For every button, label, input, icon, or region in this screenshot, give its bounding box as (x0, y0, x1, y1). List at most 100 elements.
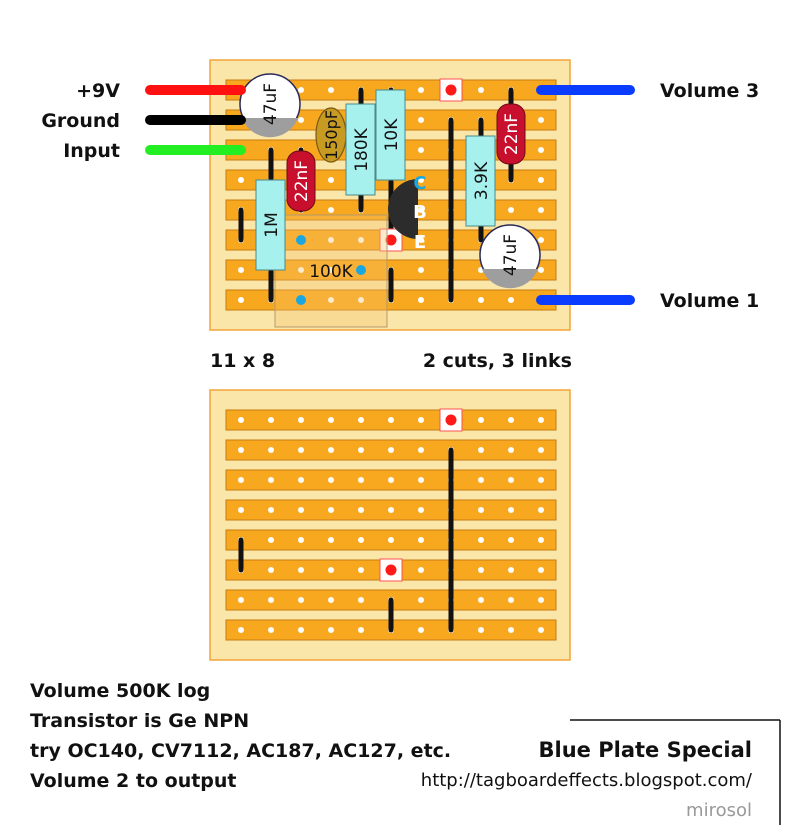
cap-47uf-bottom: 47uF (479, 224, 541, 289)
bottom-cuts (379, 408, 463, 582)
strip-hole (538, 477, 544, 483)
strip-hole (328, 477, 334, 483)
cap-22nf-left-label: 22nF (292, 160, 312, 202)
strip-hole (268, 477, 274, 483)
strip-hole (238, 597, 244, 603)
strip-hole (478, 477, 484, 483)
strip-hole (508, 297, 514, 303)
strip-hole (508, 597, 514, 603)
strip-hole (328, 417, 334, 423)
strip-hole (508, 207, 514, 213)
label-9v: +9V (76, 80, 120, 102)
strip-hole (478, 567, 484, 573)
strip-hole (328, 87, 334, 93)
transistor: C B E (388, 173, 427, 253)
strip-hole (538, 447, 544, 453)
cap-150pf: 150pF (315, 107, 347, 163)
cap-22nf-right-label: 22nF (502, 113, 522, 155)
strip-hole (328, 177, 334, 183)
footer-frame (570, 719, 781, 825)
strip-hole (328, 237, 334, 243)
label-volume-3: Volume 3 (660, 80, 760, 102)
strip-hole (238, 177, 244, 183)
label-ground: Ground (41, 110, 120, 132)
strip-hole (358, 597, 364, 603)
strip-hole (418, 597, 424, 603)
cap-22nf-right: 22nF (496, 103, 526, 165)
strip-hole (328, 267, 334, 273)
strip-hole (238, 297, 244, 303)
note-volume: Volume 500K log (30, 680, 211, 702)
blog-url[interactable]: http://tagboardeffects.blogspot.com/ (420, 770, 752, 791)
strip-hole (298, 417, 304, 423)
strip-hole (268, 597, 274, 603)
strip-hole (358, 297, 364, 303)
strip-hole (478, 297, 484, 303)
strip-hole (418, 267, 424, 273)
resistor-1m-label: 1M (262, 212, 282, 237)
strip-hole (508, 537, 514, 543)
board-size: 11 x 8 (210, 350, 276, 372)
strip-hole (538, 207, 544, 213)
note-alternatives: try OC140, CV7112, AC187, AC127, etc. (30, 740, 452, 762)
strip-hole (538, 627, 544, 633)
strip-hole (238, 417, 244, 423)
strip-hole (358, 567, 364, 573)
top-cuts (379, 78, 463, 252)
wires (145, 85, 635, 305)
strip-hole (388, 447, 394, 453)
strip-hole (358, 237, 364, 243)
strip-hole (298, 597, 304, 603)
strip-hole (418, 537, 424, 543)
strip-hole (328, 447, 334, 453)
strip-hole (418, 447, 424, 453)
strip-hole (298, 267, 304, 273)
strip-hole (268, 567, 274, 573)
strip-hole (298, 87, 304, 93)
strip-hole (418, 297, 424, 303)
cap-22nf-left: 22nF (286, 150, 316, 212)
pot-100k-label: 100K (309, 262, 353, 282)
resistor-10k-label: 10K (382, 118, 402, 152)
strip-hole (328, 537, 334, 543)
strip-hole (298, 627, 304, 633)
strip-hole (508, 627, 514, 633)
strip-hole (538, 507, 544, 513)
strip-hole (418, 417, 424, 423)
strip-hole (418, 627, 424, 633)
strip-hole (508, 507, 514, 513)
strip-hole (508, 567, 514, 573)
strip-hole (418, 207, 424, 213)
strip-hole (418, 177, 424, 183)
strip-hole (538, 597, 544, 603)
resistor-3-9k-label: 3.9K (472, 161, 492, 200)
strip-hole (298, 447, 304, 453)
cap-47uf-top-label: 47uF (261, 83, 281, 125)
strip-hole (478, 417, 484, 423)
cap-47uf-top: 47uF (239, 73, 301, 138)
strip-hole (358, 477, 364, 483)
strip-hole (538, 567, 544, 573)
strip-hole (538, 117, 544, 123)
strip-hole (268, 417, 274, 423)
bottom-board (209, 389, 571, 661)
strip-hole (298, 567, 304, 573)
cap-150pf-label: 150pF (322, 110, 341, 160)
strip-hole (238, 627, 244, 633)
top-board: 100K 47uF 150pF 180K 10K 22nF (145, 59, 635, 331)
resistor-180k: 180K (345, 103, 376, 196)
strip-hole (268, 507, 274, 513)
strip-hole (478, 537, 484, 543)
strip-hole (268, 627, 274, 633)
strip-hole (478, 507, 484, 513)
strip-hole (238, 267, 244, 273)
resistor-180k-label: 180K (352, 127, 372, 171)
strip-hole (328, 297, 334, 303)
strip-hole (298, 537, 304, 543)
strip-hole (508, 447, 514, 453)
strip-hole (268, 447, 274, 453)
strip-hole (328, 567, 334, 573)
strip-hole (478, 447, 484, 453)
strip-hole (298, 507, 304, 513)
